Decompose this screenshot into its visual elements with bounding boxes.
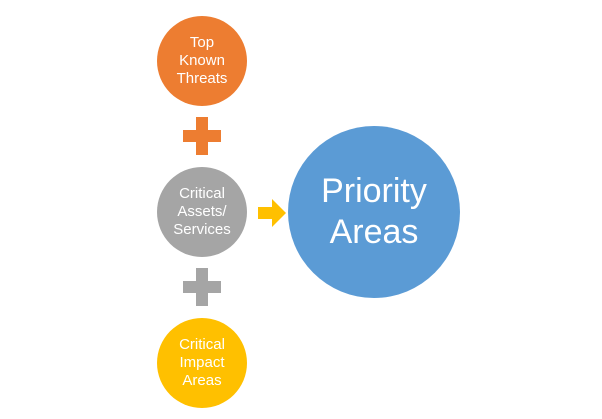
- plus-icon: [183, 117, 221, 155]
- top-known-threats-circle: Top Known Threats: [157, 16, 247, 106]
- node-label-line: Threats: [176, 69, 228, 87]
- priority-areas-circle: Priority Areas: [288, 126, 460, 298]
- node-label-line: Areas: [329, 213, 419, 251]
- arrow-right-icon: [258, 199, 286, 227]
- node-label-line: Priority: [321, 172, 427, 211]
- node-label-line: Known: [179, 52, 225, 70]
- plus-icon: [183, 268, 221, 306]
- node-label-line: Services: [173, 220, 231, 238]
- node-label-line: Areas: [182, 371, 222, 389]
- critical-assets-services-circle: Critical Assets/ Services: [157, 167, 247, 257]
- critical-impact-areas-circle: Critical Impact Areas: [157, 318, 247, 408]
- node-label-line: Critical: [179, 336, 225, 354]
- node-label-line: Assets/: [177, 203, 227, 221]
- node-label-line: Critical: [179, 185, 225, 203]
- node-label-line: Impact: [179, 354, 225, 372]
- node-label-line: Top: [189, 34, 215, 52]
